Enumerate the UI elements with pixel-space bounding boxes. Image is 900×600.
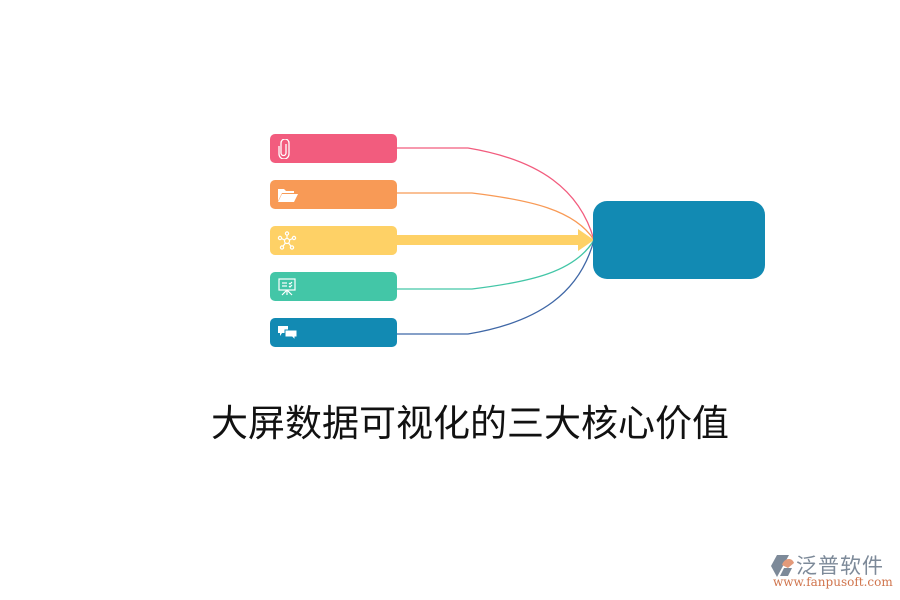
item-bar-1 bbox=[270, 134, 397, 163]
item-bar-5 bbox=[270, 318, 397, 347]
paperclip-icon bbox=[278, 138, 290, 159]
connector-line-1 bbox=[397, 147, 595, 241]
connector-arrow-3 bbox=[397, 229, 594, 251]
chat-bubbles-icon bbox=[278, 325, 298, 341]
diagram-title: 大屏数据可视化的三大核心价值 bbox=[211, 402, 729, 445]
network-icon bbox=[277, 230, 297, 250]
connector-line-5 bbox=[397, 239, 595, 335]
central-hub-box bbox=[593, 201, 765, 279]
fanpu-logo-icon bbox=[771, 555, 794, 577]
connector-line-2 bbox=[397, 192, 595, 241]
connector-line-4 bbox=[397, 239, 595, 290]
watermark-url: www.fanpusoft.com bbox=[773, 575, 893, 589]
presentation-board-icon bbox=[278, 277, 296, 295]
item-bar-4 bbox=[270, 272, 397, 301]
folder-open-icon bbox=[278, 188, 298, 202]
item-bar-2 bbox=[270, 180, 397, 209]
watermark-brand: 泛普软件 bbox=[796, 554, 884, 578]
watermark-logo: 泛普软件 www.fanpusoft.com bbox=[768, 552, 898, 592]
item-bar-3 bbox=[270, 226, 397, 255]
